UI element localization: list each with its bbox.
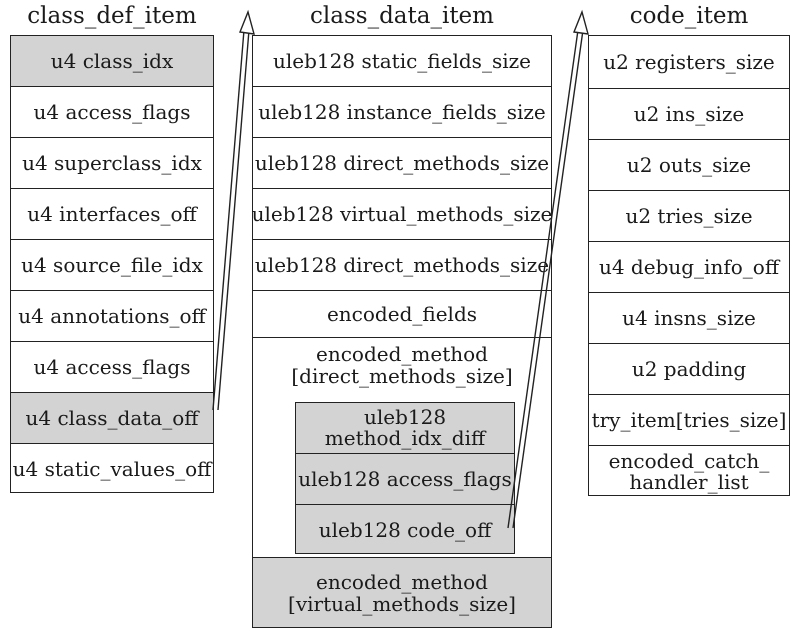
class-data-item-title: class_data_item — [310, 3, 494, 29]
class-data-row-instance-fields-size: uleb128 instance_fields_size — [253, 87, 551, 138]
class-data-item-table: uleb128 static_fields_size uleb128 insta… — [252, 35, 552, 628]
class-def-row-annotations-off: u4 annotations_off — [11, 291, 213, 342]
class-data-row-encoded-fields: encoded_fields — [253, 291, 551, 338]
code-row-debug-info-off: u4 debug_info_off — [589, 242, 789, 293]
encoded-method-direct-label: encoded_method [direct_methods_size] — [253, 343, 551, 387]
encoded-method-direct-line1: encoded_method — [316, 342, 488, 366]
encoded-method-virtual-label: encoded_method [virtual_methods_size] — [288, 571, 516, 615]
class-def-row-interfaces-off: u4 interfaces_off — [11, 189, 213, 240]
class-def-row-class-idx: u4 class_idx — [11, 36, 213, 87]
class-def-row-static-values-off: u4 static_values_off — [12, 457, 212, 481]
class-def-row-class-data-off: u4 class_data_off — [11, 393, 213, 444]
class-def-row-source-file-idx: u4 source_file_idx — [11, 240, 213, 291]
code-row-insns-size: u4 insns_size — [589, 293, 789, 344]
encoded-method-virtual-line2: [virtual_methods_size] — [288, 591, 516, 616]
encoded-method-direct-block: encoded_method [direct_methods_size] ule… — [253, 338, 551, 558]
code-row-tries-size: u2 tries_size — [589, 191, 789, 242]
inner-row-method-idx-diff: uleb128 method_idx_diff — [296, 403, 514, 454]
encoded-method-virtual-line1: encoded_method — [316, 569, 488, 594]
class-data-row-static-fields-size: uleb128 static_fields_size — [253, 36, 551, 87]
encoded-catch-handler-label: encoded_catch_ handler_list — [608, 448, 770, 494]
encoded-method-direct-line2: [direct_methods_size] — [291, 364, 513, 388]
inner-row-access-flags: uleb128 access_flags — [296, 454, 514, 505]
code-row-encoded-catch-handler-list: encoded_catch_ handler_list — [589, 446, 789, 497]
encoded-catch-line1: encoded_catch_ — [608, 448, 770, 473]
code-row-outs-size: u2 outs_size — [589, 140, 789, 191]
class-data-row-direct-methods-size-2: uleb128 direct_methods_size — [253, 240, 551, 291]
code-row-ins-size: u2 ins_size — [589, 89, 789, 140]
code-item-title: code_item — [629, 3, 749, 29]
class-data-row-direct-methods-size: uleb128 direct_methods_size — [253, 138, 551, 189]
class-data-row-virtual-methods-size: uleb128 virtual_methods_size — [252, 189, 552, 240]
arrow-class-data-off-to-class-data-item — [212, 9, 255, 411]
class-def-item-table: u4 class_idx u4 access_flags u4 supercla… — [10, 35, 214, 493]
class-def-item-title: class_def_item — [27, 3, 197, 29]
class-def-row-access-flags: u4 access_flags — [11, 87, 213, 138]
encoded-catch-line2: handler_list — [629, 469, 749, 494]
code-row-registers-size: u2 registers_size — [589, 36, 789, 89]
class-def-row-superclass-idx: u4 superclass_idx — [11, 138, 213, 189]
code-row-padding: u2 padding — [589, 344, 789, 395]
inner-method-idx-line2: method_idx_diff — [324, 426, 486, 450]
code-row-try-item: try_item[tries_size] — [589, 395, 789, 446]
class-def-row-access-flags-2: u4 access_flags — [11, 342, 213, 393]
code-item-table: u2 registers_size u2 ins_size u2 outs_si… — [588, 35, 790, 496]
inner-method-idx-line1: uleb128 — [363, 405, 447, 429]
encoded-method-inner-table: uleb128 method_idx_diff uleb128 access_f… — [295, 402, 515, 554]
encoded-method-virtual-block: encoded_method [virtual_methods_size] — [253, 558, 551, 627]
arrow-code-off-to-code-item — [507, 9, 589, 529]
inner-row-code-off: uleb128 code_off — [318, 517, 492, 542]
